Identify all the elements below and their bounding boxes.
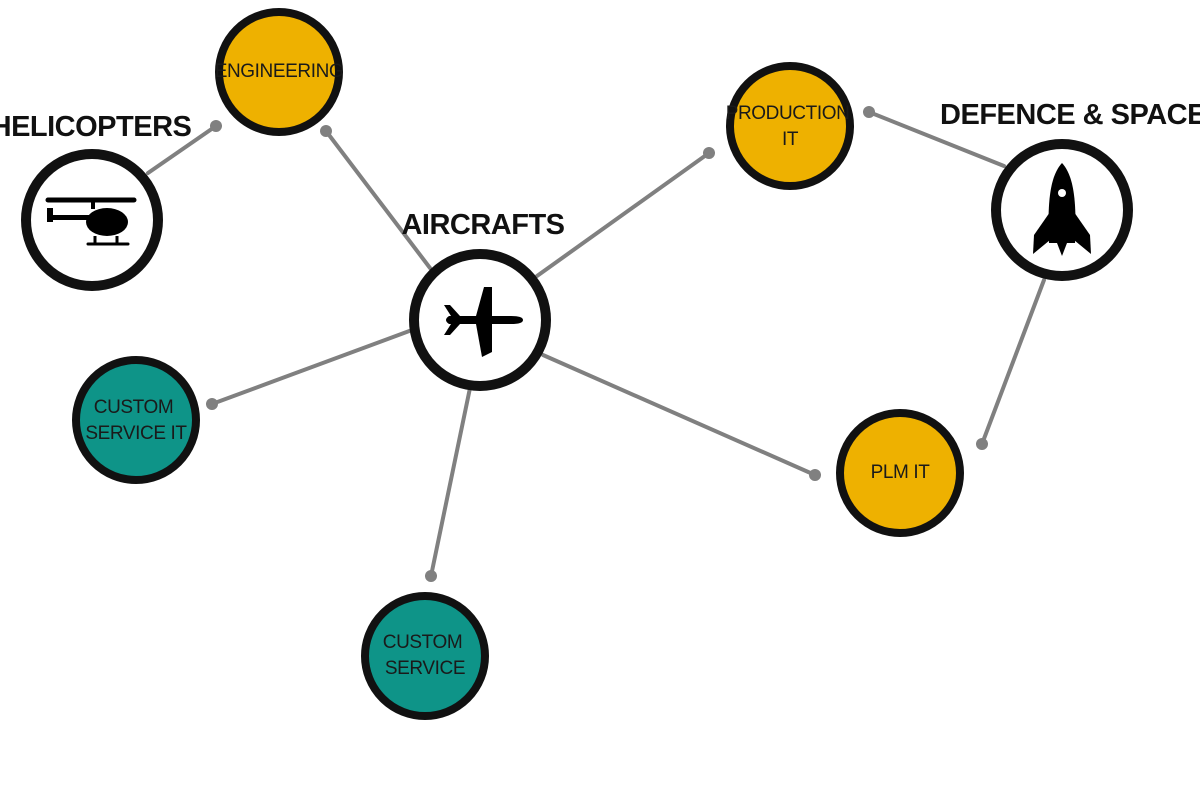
connectors bbox=[146, 106, 1046, 582]
node-custom-service-it-label: CUSTOM SERVICE IT bbox=[85, 397, 187, 444]
hub-helicopters: HELICOPTERS bbox=[0, 111, 192, 291]
connector-defence-plm-it bbox=[976, 278, 1046, 450]
node-production-it-circle bbox=[726, 62, 854, 190]
connector-aircrafts-plm-it bbox=[541, 353, 821, 481]
hub-defence-space-label: DEFENCE & SPACE bbox=[940, 99, 1200, 131]
connector-aircrafts-production-it bbox=[535, 147, 715, 278]
node-custom-service-it: CUSTOM SERVICE IT bbox=[72, 356, 200, 484]
node-engineering-circle bbox=[215, 8, 343, 136]
node-plm-it: PLM IT bbox=[836, 409, 964, 537]
hub-helicopters-label: HELICOPTERS bbox=[0, 111, 192, 143]
node-engineering: ENGINEERING bbox=[215, 8, 344, 136]
connector-aircrafts-engineering bbox=[320, 125, 432, 270]
node-custom-service-label: CUSTOM SERVICE bbox=[383, 632, 467, 679]
connector-helicopters-engineering bbox=[146, 120, 222, 175]
node-production-it: PRODUCTION IT bbox=[726, 62, 855, 190]
node-engineering-label: ENGINEERING bbox=[215, 61, 344, 82]
node-production-it-label: PRODUCTION IT bbox=[726, 103, 855, 150]
airplane-icon bbox=[444, 287, 523, 357]
node-custom-service: CUSTOM SERVICE bbox=[361, 592, 489, 720]
node-custom-service-circle bbox=[361, 592, 489, 720]
helicopter-icon bbox=[45, 197, 137, 246]
connector-defence-production-it bbox=[863, 106, 1006, 168]
node-plm-it-circle bbox=[836, 409, 964, 537]
connector-aircrafts-custom-service-it bbox=[206, 328, 414, 410]
connector-aircrafts-custom-service bbox=[425, 386, 472, 582]
node-plm-it-label: PLM IT bbox=[871, 462, 931, 483]
hub-defence-space: DEFENCE & SPACE bbox=[940, 99, 1200, 281]
hub-aircrafts-label: AIRCRAFTS bbox=[401, 209, 564, 241]
rocket-icon bbox=[1033, 163, 1091, 256]
node-custom-service-it-circle bbox=[72, 356, 200, 484]
hub-aircrafts: AIRCRAFTS bbox=[401, 209, 565, 391]
